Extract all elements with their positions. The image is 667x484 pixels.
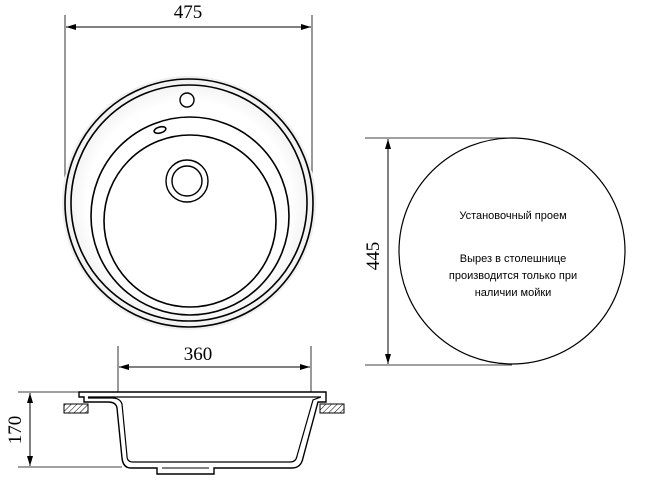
cutout-note-line: наличии мойки: [475, 287, 552, 299]
countertop-left: [63, 403, 89, 414]
height-dimension-label: 445: [363, 242, 384, 271]
bowl-bottom: [103, 134, 277, 308]
sink-outer-rim: [64, 78, 314, 328]
cutout-title: Установочный проем: [459, 210, 566, 222]
cutout-note-line: производится только при: [449, 270, 577, 282]
cutout-note-line: Вырез в столешнице: [460, 253, 566, 265]
sink-profile-outer: [78, 391, 327, 475]
sink-inner-rim: [70, 84, 308, 322]
cutout-circle: [398, 137, 626, 365]
depth-dimension-label: 170: [5, 416, 26, 445]
bowl-edge: [90, 116, 290, 316]
countertop-right: [319, 403, 345, 414]
side-view: 360 170: [5, 344, 345, 475]
drain-inner-icon: [171, 165, 203, 197]
faucet-hole-icon: [179, 92, 195, 108]
overflow-hole-icon: [153, 125, 167, 135]
width-dimension-label: 475: [174, 2, 203, 23]
cutout-view: 445 Установочный проем Вырез в столешниц…: [363, 137, 626, 366]
sink-profile-inner: [88, 396, 322, 463]
top-view: 475: [62, 2, 316, 330]
bowl-width-dimension-label: 360: [184, 344, 213, 365]
drain-outer-icon: [165, 159, 209, 203]
